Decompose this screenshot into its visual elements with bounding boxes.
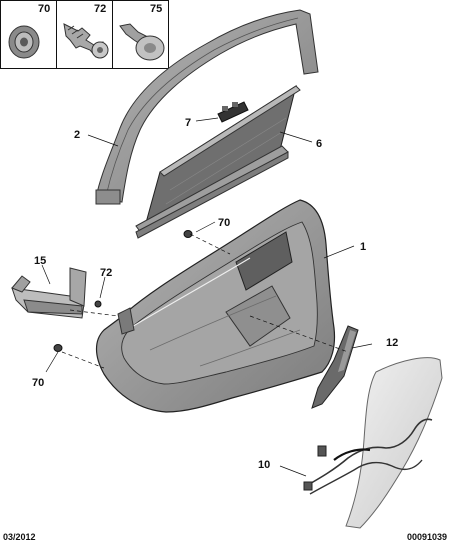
legend-item-70: 70 [8, 3, 50, 59]
leader-lines [41, 117, 373, 477]
screw-icon [94, 300, 102, 308]
legend-ref-72: 72 [94, 3, 106, 15]
door-trim-panel-part-1 [95, 199, 336, 413]
callout-72: 72 [100, 267, 112, 279]
clip-part-7 [217, 101, 249, 123]
callout-2: 2 [74, 129, 80, 141]
legend-item-75: 75 [119, 3, 165, 61]
legend-ref-70: 70 [38, 3, 50, 15]
legend-item-72: 72 [63, 3, 109, 59]
callout-1: 1 [360, 241, 366, 253]
rivet-fastener-icon [8, 25, 40, 59]
footer-reference: 00091039 [406, 532, 447, 542]
callout-7: 7 [185, 117, 191, 129]
trim-insert-part-12 [311, 325, 359, 409]
bracket-part-15 [11, 267, 87, 319]
push-clip-icon [119, 23, 165, 61]
window-frame-trim-part-2 [95, 9, 319, 205]
light-trim-panel [345, 357, 443, 529]
callout-70-lower: 70 [32, 377, 44, 389]
callout-12: 12 [386, 337, 398, 349]
footer-date: 03/2012 [3, 532, 36, 542]
callout-6: 6 [316, 138, 322, 150]
rivet-fastener-icon [183, 230, 193, 238]
callout-70-upper: 70 [218, 217, 230, 229]
sunshade-blind-part-6 [135, 84, 301, 239]
callout-10: 10 [258, 459, 270, 471]
screw-icon [63, 23, 109, 59]
fastener-legend-box: 70 72 75 [0, 0, 169, 69]
callout-15: 15 [34, 255, 46, 267]
rivet-fastener-icon [53, 344, 63, 352]
wiring-harness-part-10 [303, 418, 433, 495]
legend-ref-75: 75 [150, 3, 162, 15]
